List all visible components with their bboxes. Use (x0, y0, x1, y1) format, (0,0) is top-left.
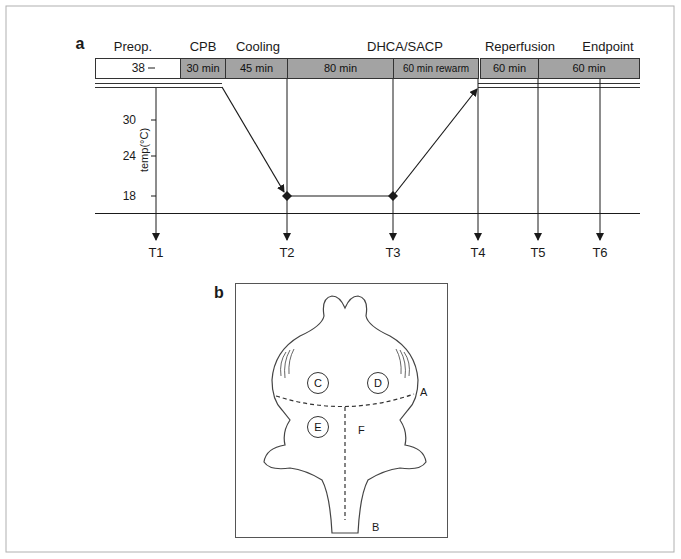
brain-outline (264, 296, 426, 533)
vessel-hatching (281, 349, 410, 378)
axis-tick-label: 18 (123, 190, 136, 202)
cut-line (276, 394, 414, 407)
figure-border (6, 6, 674, 552)
region-letter: C (314, 378, 322, 389)
panel-letter: a (76, 36, 85, 52)
timeline-segment: 30 min (180, 58, 226, 79)
axis-title: temp(°C) (139, 128, 150, 172)
axis-tick (148, 68, 155, 69)
duration-text: 30 min (186, 63, 219, 74)
timeline-segment: 60 min rewarm (393, 58, 479, 79)
axis-break-lines (95, 84, 640, 88)
region-letter: D (374, 378, 382, 389)
axis-tick-label: 30 (123, 114, 136, 126)
duration-text: 60 min rewarm (403, 64, 469, 74)
timeline-segment: 80 min (287, 58, 394, 79)
cut-label: A (420, 387, 427, 398)
timepoint-label: T1 (148, 246, 163, 259)
panel-frame (236, 284, 448, 538)
timepoint-label: T4 (470, 246, 485, 259)
axis-tick-label: 38 (132, 62, 145, 74)
phase-label: CPB (190, 40, 217, 53)
timeline-segment: 60 min (480, 58, 539, 79)
timepoint-arrows (156, 79, 600, 240)
y-axis (156, 88, 157, 213)
region-circle: C (307, 372, 329, 394)
timeline-segment: 45 min (225, 58, 288, 79)
region-circle: E (307, 416, 329, 438)
timepoint-label: T2 (279, 246, 294, 259)
cooling-line (222, 87, 284, 192)
timepoint-label: T6 (592, 246, 607, 259)
x-axis (95, 213, 640, 214)
duration-text: 80 min (324, 63, 357, 74)
timepoint-label: T3 (385, 246, 400, 259)
region-circle: D (367, 372, 389, 394)
hypothermia-line (287, 195, 393, 196)
phase-label: Reperfusion (485, 40, 555, 53)
phase-label: DHCA/SACP (367, 40, 443, 53)
phase-label: Preop. (114, 40, 152, 53)
phase-label: Endpoint (582, 40, 633, 53)
duration-text: 60 min (572, 63, 605, 74)
timepoint-label: T5 (530, 246, 545, 259)
duration-text: 60 min (493, 63, 526, 74)
rewarm-line (393, 89, 477, 196)
preop-box (96, 59, 181, 79)
region-letter: E (314, 422, 321, 433)
duration-text: 45 min (240, 63, 273, 74)
phase-label: Cooling (236, 40, 280, 53)
axis-tick-label: 24 (123, 150, 136, 162)
y-axis-ticks (151, 120, 156, 196)
cut-label: B (372, 522, 379, 533)
timeline-segment: 60 min (538, 58, 640, 79)
panel-letter: b (214, 285, 224, 301)
midline-cut (344, 407, 345, 520)
region-label: F (358, 425, 365, 436)
